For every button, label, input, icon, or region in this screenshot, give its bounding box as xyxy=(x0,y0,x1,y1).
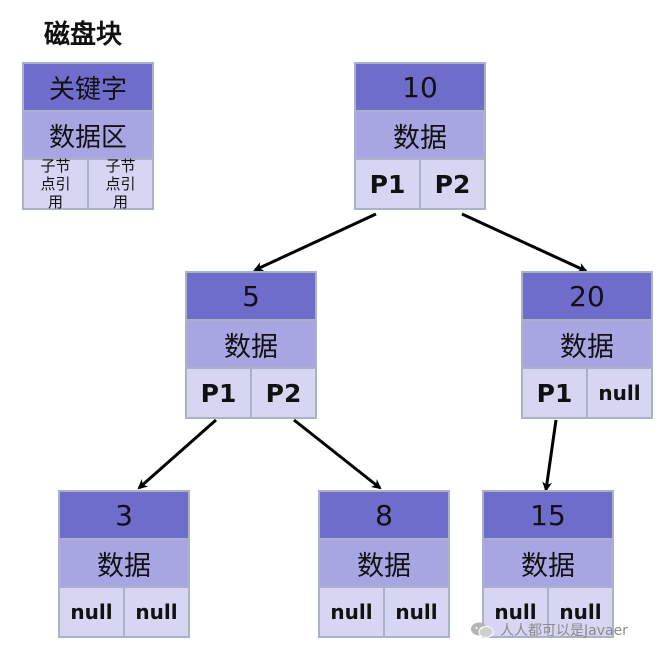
tree-node-8: 8 数据 null null xyxy=(318,490,450,638)
legend-ref-right-cell: 子节点引用 xyxy=(87,157,154,211)
tree-node-3: 3 数据 null null xyxy=(58,490,190,638)
wechat-icon xyxy=(471,622,494,638)
node-pointer-left: P1 xyxy=(521,367,588,419)
legend-title: 磁盘块 xyxy=(44,20,123,50)
node-pointer-right: null xyxy=(123,586,190,638)
edge-20-to-15 xyxy=(542,419,558,492)
edge-10-to-5 xyxy=(253,212,377,272)
node-key: 5 xyxy=(185,271,317,321)
node-pointer-right: P2 xyxy=(250,367,317,419)
legend-data-cell: 数据区 xyxy=(22,110,154,160)
node-pointer-left: null xyxy=(318,586,385,638)
watermark-text: 人人都可以是Javaer xyxy=(500,623,628,639)
node-pointer-left: null xyxy=(58,586,125,638)
edge-10-to-20 xyxy=(461,212,588,273)
legend-block: 关键字 数据区 子节点引用 子节点引用 xyxy=(22,62,154,211)
legend-ref-left-cell: 子节点引用 xyxy=(22,157,89,211)
node-pointer-right: null xyxy=(547,586,614,638)
node-key: 8 xyxy=(318,490,450,540)
node-data: 数据 xyxy=(354,110,486,160)
node-pointer-right: null xyxy=(383,586,450,638)
node-key: 3 xyxy=(58,490,190,540)
node-pointer-right: null xyxy=(586,367,653,419)
watermark: 人人都可以是Javaer xyxy=(470,620,628,640)
node-data: 数据 xyxy=(482,538,614,588)
node-pointer-right: P2 xyxy=(419,158,486,210)
node-data: 数据 xyxy=(58,538,190,588)
node-data: 数据 xyxy=(185,319,317,369)
node-data: 数据 xyxy=(521,319,653,369)
node-pointer-left: P1 xyxy=(185,367,252,419)
legend-key-cell: 关键字 xyxy=(22,62,154,112)
edge-5-to-3 xyxy=(137,418,217,490)
node-key: 10 xyxy=(354,62,486,112)
node-key: 20 xyxy=(521,271,653,321)
node-data: 数据 xyxy=(318,538,450,588)
edge-5-to-8 xyxy=(293,418,382,490)
tree-node-5: 5 数据 P1 P2 xyxy=(185,271,317,419)
node-key: 15 xyxy=(482,490,614,540)
tree-node-15: 15 数据 null null xyxy=(482,490,614,638)
tree-node-20: 20 数据 P1 null xyxy=(521,271,653,419)
node-pointer-left: P1 xyxy=(354,158,421,210)
tree-node-10: 10 数据 P1 P2 xyxy=(354,62,486,210)
